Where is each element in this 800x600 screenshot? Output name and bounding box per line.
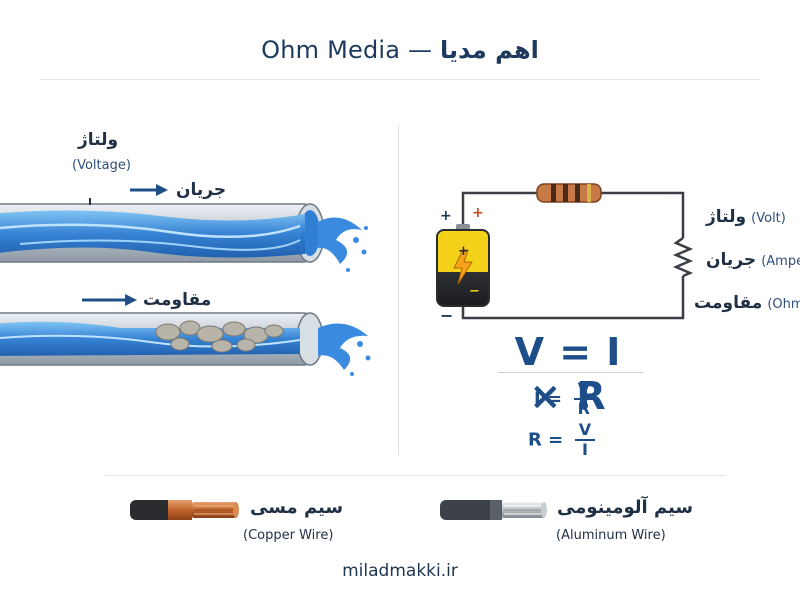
voltage-label-fa: ولتاژ <box>78 130 119 150</box>
current-arrow-icon <box>130 184 168 196</box>
minus-sign: − <box>440 306 454 325</box>
current-circuit-label-fa: جریان <box>706 250 757 270</box>
plus-sign-left: + <box>440 208 452 224</box>
resistance-fraction-den: I <box>582 440 588 459</box>
resistance-formula-lhs: R = <box>528 429 564 451</box>
resistor-icon <box>536 183 602 203</box>
copper-wire-label-en: (Copper Wire) <box>243 528 334 543</box>
copper-wire-icon <box>130 500 239 520</box>
current-formula: I = V R <box>534 379 595 418</box>
resistance-circuit-label-fa: مقاومت <box>694 293 763 313</box>
volt-label-fa: ولتاژ <box>706 207 747 227</box>
resistance-fraction: V I <box>574 420 596 459</box>
resistance-legend: مقاومت (Ohm, <box>694 293 800 313</box>
resistance-arrow-icon <box>82 294 137 306</box>
aluminum-wire-label-fa: سیم آلومینومی <box>557 497 694 518</box>
title-fa: اهم مدیا <box>440 36 539 64</box>
resistance-formula: R = V I <box>528 420 596 459</box>
current-fraction-num: V <box>577 379 591 398</box>
battery-minus: − <box>469 284 480 299</box>
resistance-circuit-label-en: (Ohm, <box>767 297 800 312</box>
voltage-label-en: (Voltage) <box>72 158 131 173</box>
volt-label-en: (Volt) <box>751 211 786 226</box>
current-fraction: V R <box>573 379 595 418</box>
narrow-pipe-with-stones <box>0 312 371 376</box>
title-en: Ohm Media — <box>261 36 433 64</box>
current-formula-lhs: I = <box>534 388 563 410</box>
battery-plus: + <box>458 244 469 259</box>
section-divider <box>398 125 399 455</box>
formula-divider <box>498 372 643 373</box>
ohms-law-formula: V = I × R <box>514 330 622 418</box>
current-label-fa: جریان <box>176 180 227 200</box>
copper-wire-label-fa: سیم مسی <box>250 497 344 518</box>
plus-sign-right: + <box>472 205 484 221</box>
current-circuit-label-en: (Amper <box>761 254 800 269</box>
bottom-divider <box>105 475 725 476</box>
page-title: Ohm Media — اهم مدیا <box>0 36 800 64</box>
current-fraction-den: R <box>577 399 590 418</box>
volt-legend: ولتاژ (Volt) <box>706 207 786 227</box>
resistance-label-fa: مقاومت <box>143 290 212 310</box>
wide-pipe <box>0 198 368 272</box>
fraction-bar <box>574 439 596 441</box>
footer-website: miladmakki.ir <box>342 561 458 581</box>
aluminum-wire-icon <box>440 500 547 520</box>
title-divider <box>40 79 760 80</box>
current-legend: جریان (Amper <box>706 250 800 270</box>
battery-icon <box>436 224 490 307</box>
resistance-fraction-num: V <box>578 420 592 439</box>
aluminum-wire-label-en: (Aluminum Wire) <box>556 528 666 543</box>
fraction-bar <box>573 398 595 400</box>
circuit-diagram <box>436 183 694 320</box>
resistor-symbol-icon <box>672 236 694 278</box>
